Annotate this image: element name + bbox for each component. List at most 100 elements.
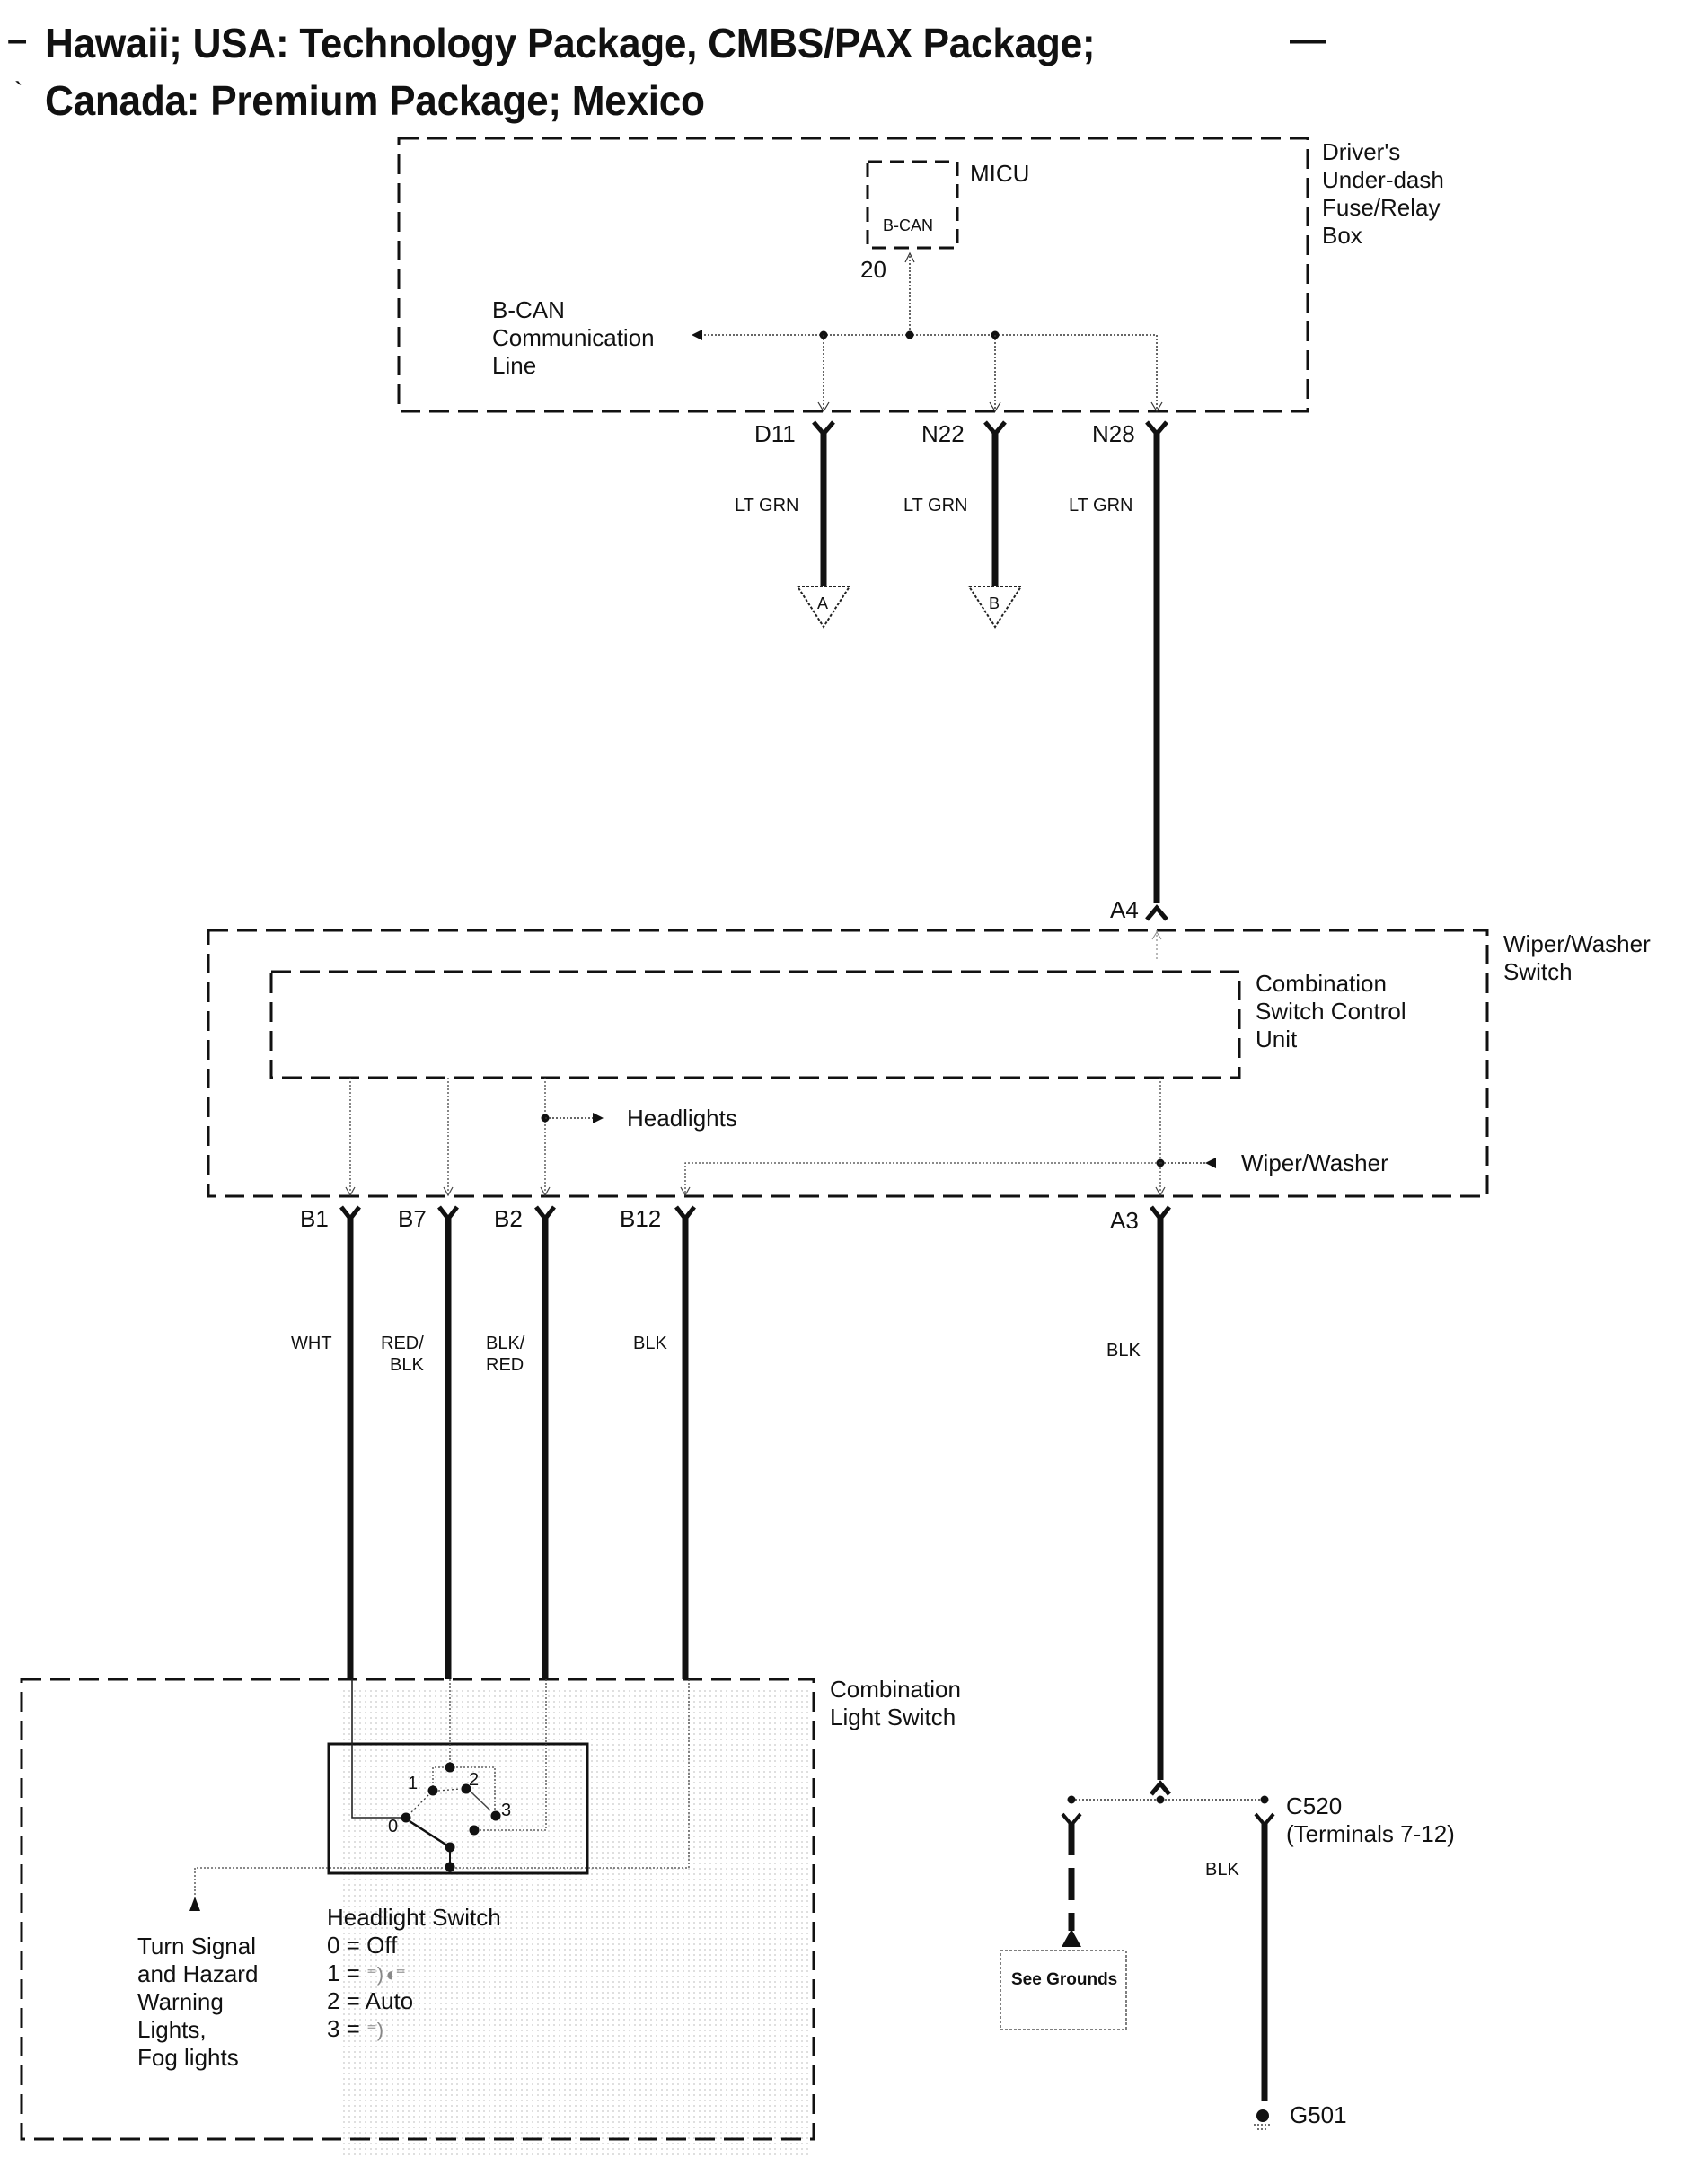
terminal-label-a4: A4 <box>1110 896 1139 923</box>
headlight-icon: ⁼) <box>366 2019 384 2041</box>
junction-dot <box>1067 1795 1076 1804</box>
terminal-label-d11: D11 <box>754 420 796 447</box>
terminal-label-b2: B2 <box>494 1205 523 1232</box>
title-dash-left: – <box>7 20 28 59</box>
connector-n28 <box>1145 420 1168 921</box>
control-unit-label: Combination Switch Control Unit <box>1256 970 1406 1052</box>
headlight-position-1: 1 = ⁼)◖⁼ <box>327 1959 406 1988</box>
wire-color-a3: BLK <box>1106 1341 1141 1361</box>
ground-g501-icon <box>1256 2109 1269 2122</box>
offpage-label-a: A <box>817 594 829 612</box>
headlight-switch-label: Headlight Switch <box>327 1904 501 1931</box>
b12-signal-line <box>684 1162 1160 1193</box>
contact-dot-3 <box>490 1810 501 1821</box>
junction-dot <box>1260 1795 1269 1804</box>
contact-dot-0 <box>401 1812 411 1823</box>
ground-g501-label: G501 <box>1290 2101 1347 2128</box>
contact-dot <box>469 1825 480 1836</box>
wiper-washer-switch-outline <box>207 929 1489 1198</box>
wire-color-b12: BLK <box>633 1334 667 1353</box>
combination-light-switch-label: Combination Light Switch <box>830 1676 961 1730</box>
switch-travel-path <box>437 1788 462 1792</box>
micu-bcan-label: B-CAN <box>883 216 934 234</box>
arrow-b7 <box>443 1186 454 1197</box>
turn-signal-label: Turn Signal and Hazard Warning Lights, F… <box>137 1933 259 2071</box>
arrow-b12 <box>680 1186 691 1197</box>
turn-signal-arrow <box>189 1897 200 1911</box>
terminal-label-b7: B7 <box>398 1205 427 1232</box>
connector-b12 <box>674 1205 696 1679</box>
micu-label: MICU <box>970 160 1030 187</box>
connector-see-grounds-branch <box>1061 1812 1082 1947</box>
light-switch-shading <box>341 1688 808 2155</box>
wire-color-b7: RED/ BLK <box>381 1334 424 1375</box>
headlight-position-2: 2 = Auto <box>327 1987 414 2014</box>
switch-blade <box>409 1819 451 1849</box>
see-grounds-label: See Grounds <box>1011 1970 1118 1989</box>
bus-drop-arrow <box>1150 401 1163 413</box>
bus-drop-arrow <box>989 401 1001 413</box>
junction-dot <box>905 330 914 339</box>
connector-c520-label: C520 (Terminals 7-12) <box>1286 1792 1455 1847</box>
switch-travel-path <box>471 1792 491 1811</box>
arrow-a3 <box>1155 1186 1166 1197</box>
title-tick-mark: ` <box>14 77 23 105</box>
contact-label-2: 2 <box>469 1770 480 1790</box>
b7-internal-bracket <box>432 1766 496 1816</box>
a4-arrow <box>1151 931 1162 940</box>
arrow-b1 <box>345 1186 356 1197</box>
switch-travel-path <box>410 1793 430 1813</box>
contact-dot-1 <box>427 1785 438 1796</box>
headlight-position-0: 0 = Off <box>327 1932 398 1959</box>
connector-d11 <box>812 420 835 586</box>
wiper-washer-switch-label: Wiper/Washer Switch <box>1503 930 1651 985</box>
wire-color-b2: BLK/ RED <box>486 1334 525 1375</box>
terminal-label-b12: B12 <box>620 1205 662 1232</box>
connector-c520 <box>1254 1812 1275 2101</box>
headlight-position-1-text: 1 = <box>327 1959 367 1986</box>
contact-dot <box>445 1762 455 1773</box>
headlights-arrow <box>593 1113 604 1123</box>
headlights-label: Headlights <box>627 1105 737 1132</box>
b12-internal-wire <box>194 1679 690 1909</box>
headlight-position-3: 3 = ⁼) <box>327 2015 383 2044</box>
fuse-relay-box-label: Driver's Under-dash Fuse/Relay Box <box>1322 138 1444 249</box>
control-unit-outline <box>269 970 1241 1079</box>
micu-pin20-arrow <box>904 251 915 263</box>
combination-light-switch-outline <box>20 1678 815 2141</box>
parking-and-headlight-icon: ⁼)◖⁼ <box>366 1963 406 1986</box>
title-dash-right: — <box>1290 20 1326 59</box>
contact-label-1: 1 <box>408 1774 419 1793</box>
terminal-label-n28: N28 <box>1092 420 1135 447</box>
connector-b2 <box>534 1205 556 1679</box>
offpage-label-b: B <box>989 594 1000 612</box>
headlight-switch-box <box>327 1742 589 1875</box>
wiper-washer-arrow <box>1205 1158 1216 1168</box>
wiper-washer-signal-label: Wiper/Washer <box>1241 1149 1388 1176</box>
connector-a3 <box>1150 1205 1171 1796</box>
wire-color-d11: LT GRN <box>735 496 799 515</box>
contact-label-0: 0 <box>388 1817 399 1836</box>
wire-color-n28: LT GRN <box>1069 496 1133 515</box>
page-title-line2: Canada: Premium Package; Mexico <box>45 77 705 124</box>
micu-pin-label: 20 <box>860 256 886 283</box>
connector-n22 <box>983 420 1007 586</box>
terminal-label-b1: B1 <box>300 1205 329 1232</box>
micu-box-outline <box>866 160 959 250</box>
junction-dot <box>1156 1795 1165 1804</box>
b2-internal-wire <box>476 1679 547 1831</box>
bcan-arrow-left <box>692 330 702 340</box>
b1-internal-wire <box>351 1679 406 1819</box>
contact-label-3: 3 <box>501 1801 512 1820</box>
fuse-relay-box-outline <box>397 136 1309 413</box>
wire-color-b1: WHT <box>291 1334 332 1353</box>
contact-dot-2 <box>461 1783 471 1794</box>
headlight-position-3-text: 3 = <box>327 2015 367 2042</box>
wire-color-n22: LT GRN <box>903 496 968 515</box>
terminal-label-n22: N22 <box>921 420 965 447</box>
wire-color-ground: BLK <box>1205 1860 1239 1880</box>
terminal-label-a3: A3 <box>1110 1207 1139 1234</box>
see-grounds-box <box>1000 1950 1127 2030</box>
arrow-b2 <box>540 1186 551 1197</box>
